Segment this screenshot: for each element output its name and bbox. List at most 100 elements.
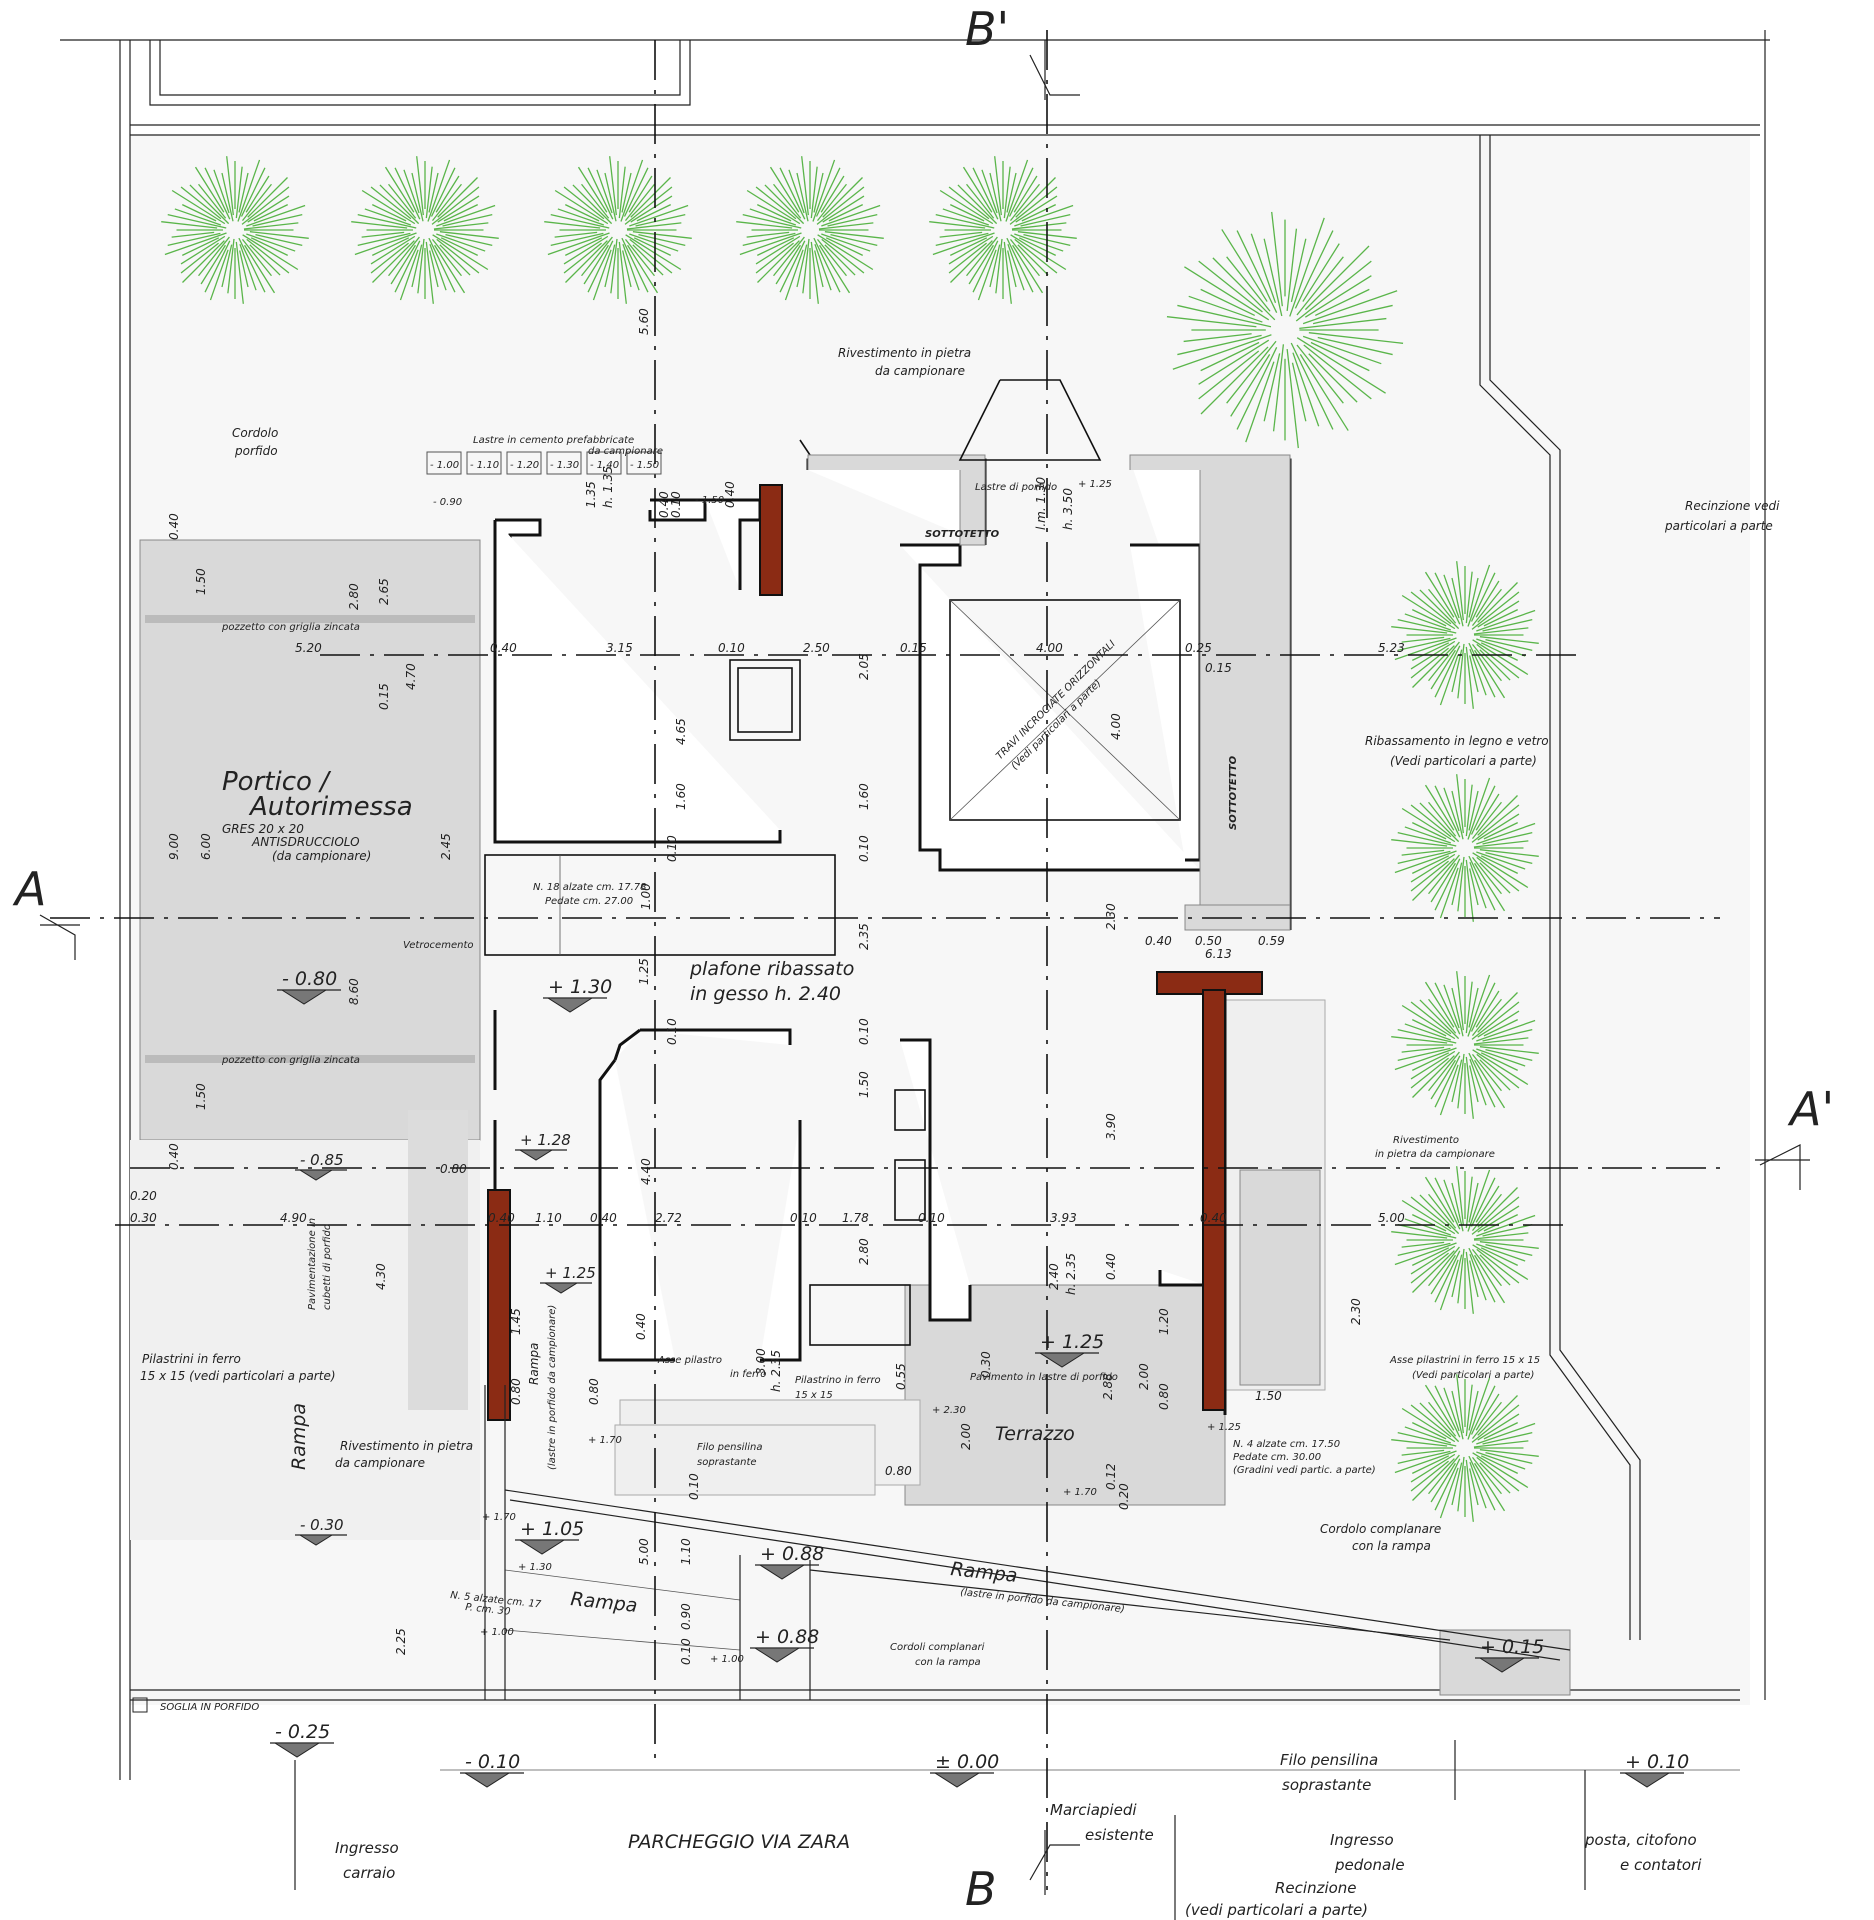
dimension-label: 0.40 bbox=[167, 1143, 181, 1170]
dimension-label: 1.35 bbox=[584, 481, 598, 508]
room-antisdrucciolo: ANTISDRUCCIOLO bbox=[251, 835, 360, 849]
room-plafone-1: plafone ribassato bbox=[689, 958, 854, 980]
level-mark: + 1.70 bbox=[588, 1435, 622, 1446]
dimension-label: 0.10 bbox=[918, 1211, 945, 1225]
dimension-label: 0.40 bbox=[590, 1211, 617, 1225]
dimension-label: 0.20 bbox=[130, 1189, 157, 1203]
label-recinzione-2: (vedi particolari a parte) bbox=[1185, 1901, 1368, 1919]
label-filo-2: soprastante bbox=[1282, 1776, 1371, 1794]
note-rampa-left: Rampa bbox=[288, 1403, 310, 1470]
section-b-bottom: B bbox=[965, 1862, 997, 1916]
dimension-label: 3.93 bbox=[1050, 1211, 1077, 1225]
note-ribassamento-2: (Vedi particolari a parte) bbox=[1390, 754, 1537, 768]
dimension-label: 0.15 bbox=[900, 641, 927, 655]
level-value: + 2.30 bbox=[932, 1405, 966, 1416]
note-cordolo-rampa-2: con la rampa bbox=[1352, 1539, 1431, 1553]
level-mark: + 2.30 bbox=[932, 1405, 966, 1416]
dimension-label: 0.40 bbox=[1200, 1211, 1227, 1225]
tree-icon bbox=[544, 156, 692, 304]
stone-cladding bbox=[487, 484, 1263, 1421]
level-mark: - 0.85 bbox=[295, 1151, 347, 1181]
dimension-label: 1.10 bbox=[535, 1211, 562, 1225]
label-ingresso-pedonale-1: Ingresso bbox=[1330, 1831, 1394, 1849]
dimension-label: 1.78 bbox=[842, 1211, 869, 1225]
dimension-label: 0.10 bbox=[687, 1473, 701, 1500]
note-rampa-small: Rampa bbox=[527, 1343, 541, 1385]
dimension-label: 1.50 bbox=[194, 1083, 208, 1110]
label-parcheggio: PARCHEGGIO VIA ZARA bbox=[628, 1831, 850, 1853]
building-walls bbox=[484, 379, 1292, 1415]
room-sottotetto-right: SOTTOTETTO bbox=[1228, 755, 1239, 830]
level-row-box bbox=[546, 451, 582, 475]
dimension-label: 0.40 bbox=[490, 641, 517, 655]
level-row-box bbox=[466, 451, 502, 475]
level-value: + 0.88 bbox=[755, 1626, 819, 1648]
dimension-label: 2.00 bbox=[1137, 1363, 1151, 1390]
dimension-label: 0.80 bbox=[440, 1162, 467, 1176]
note-ribassamento-1: Ribassamento in legno e vetro bbox=[1365, 734, 1549, 748]
ramps bbox=[484, 1385, 1571, 1700]
note-rivestimento-bl-1: Rivestimento in pietra bbox=[340, 1439, 473, 1453]
level-value: - 0.10 bbox=[465, 1751, 520, 1773]
level-mark: + 1.70 bbox=[482, 1512, 516, 1523]
note-rivestimento-bl-2: da campionare bbox=[335, 1456, 425, 1470]
note-soglia: SOGLIA IN PORFIDO bbox=[160, 1702, 259, 1713]
dimension-label: 0.20 bbox=[1117, 1483, 1131, 1510]
dimension-label: 0.30 bbox=[979, 1351, 993, 1378]
level-mark: + 0.88 bbox=[750, 1626, 819, 1663]
dimension-label: 2.05 bbox=[857, 653, 871, 680]
tree-icon bbox=[351, 156, 499, 304]
level-mark: + 1.00 bbox=[480, 1627, 514, 1638]
room-plafone-2: in gesso h. 2.40 bbox=[690, 983, 841, 1005]
room-sottotetto-top: SOTTOTETTO bbox=[925, 529, 1000, 540]
dimension-label: h. 1.35 bbox=[601, 466, 615, 508]
dimension-label: 9.00 bbox=[167, 833, 181, 860]
dimension-label: 2.00 bbox=[959, 1423, 973, 1450]
section-a-right: A' bbox=[1787, 1082, 1834, 1136]
note-pilastrino-2: 15 x 15 bbox=[795, 1390, 833, 1401]
note-recinzione-2: particolari a parte bbox=[1664, 519, 1773, 533]
level-value: + 1.30 bbox=[548, 976, 612, 998]
level-value: + 1.25 bbox=[1207, 1422, 1241, 1433]
dimension-label: 0.10 bbox=[857, 835, 871, 862]
dimension-label: h. 2.35 bbox=[1064, 1253, 1078, 1295]
level-row-value: - 1.20 bbox=[510, 460, 539, 471]
dimension-label: 0.10 bbox=[790, 1211, 817, 1225]
section-a-left: A bbox=[12, 862, 46, 916]
note-vetrocemento: Vetrocemento bbox=[403, 940, 473, 951]
note-filo-pens-2: soprastante bbox=[697, 1457, 757, 1468]
note-pavimento-lastre: Pavimento in lastre di porfido bbox=[970, 1372, 1118, 1383]
dimension-label: h. 3.50 bbox=[1061, 488, 1075, 530]
level-row-value: - 1.40 bbox=[590, 460, 619, 471]
level-mark: - 0.10 bbox=[460, 1751, 524, 1788]
level-mark: + 0.88 bbox=[755, 1543, 824, 1580]
level-mark: ± 0.00 bbox=[930, 1751, 999, 1788]
level-value: - 0.30 bbox=[300, 1516, 344, 1534]
note-rampa-small-note: (lastre in porfido da campionare) bbox=[547, 1305, 558, 1470]
note-cordolo-1: Cordolo bbox=[232, 426, 278, 440]
room-portico: Portico / bbox=[222, 767, 332, 797]
dimension-label: 2.72 bbox=[655, 1211, 682, 1225]
level-value: - 0.80 bbox=[282, 968, 337, 990]
level-mark: - 1.50 bbox=[695, 495, 724, 506]
note-filo-pens-1: Filo pensilina bbox=[697, 1442, 762, 1453]
level-mark: + 1.05 bbox=[515, 1518, 584, 1555]
note-lastre-2: da campionare bbox=[588, 446, 663, 457]
dimension-label: 0.90 bbox=[679, 1603, 693, 1630]
label-marciapiedi-1: Marciapiedi bbox=[1050, 1801, 1137, 1819]
dimension-label: 0.40 bbox=[634, 1313, 648, 1340]
section-b-top: B' bbox=[965, 2, 1009, 56]
dimension-label: 0.10 bbox=[669, 491, 683, 518]
note-asse-pilastrini-right-1: Asse pilastrini in ferro 15 x 15 bbox=[1389, 1355, 1540, 1366]
level-value: + 1.70 bbox=[1063, 1487, 1097, 1498]
dimension-label: 1.00 bbox=[639, 883, 653, 910]
note-rivestimento-right-1: Rivestimento bbox=[1393, 1135, 1459, 1146]
note-cordolo-2: porfido bbox=[234, 444, 278, 458]
dimension-label: 2.80 bbox=[857, 1238, 871, 1265]
note-pavimentazione-1: Pavimentazione in bbox=[307, 1218, 318, 1310]
dimension-label: 5.00 bbox=[637, 1538, 651, 1565]
dimension-label: 0.50 bbox=[1195, 934, 1222, 948]
level-row-box bbox=[586, 451, 622, 475]
note-pilastrini-left-2: 15 x 15 (vedi particolari a parte) bbox=[140, 1369, 336, 1383]
dimension-label: 0.10 bbox=[665, 835, 679, 862]
